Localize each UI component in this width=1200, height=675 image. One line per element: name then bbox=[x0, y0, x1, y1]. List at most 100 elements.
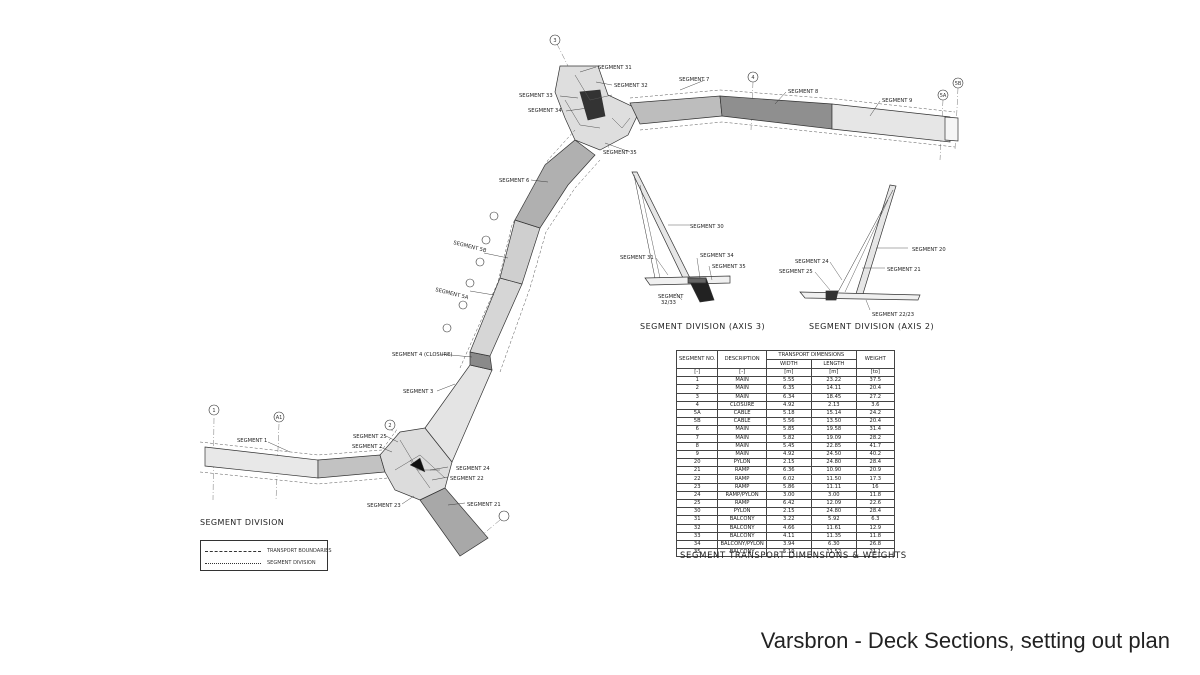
table-cell: 5A bbox=[675, 408, 719, 419]
table-header-no: SEGMENT NO. bbox=[675, 350, 719, 369]
table-cell: 5.45 bbox=[765, 441, 812, 451]
table-cell: MAIN bbox=[717, 392, 767, 402]
table-cell: 27.2 bbox=[855, 392, 895, 402]
label-segment-3: SEGMENT 3 bbox=[403, 389, 433, 395]
table-cell: 20.4 bbox=[855, 384, 895, 394]
table-cell: 2.13 bbox=[810, 400, 857, 410]
axis2-label-segment-21: SEGMENT 21 bbox=[887, 267, 921, 273]
axis2-title: SEGMENT DIVISION (AXIS 2) bbox=[809, 322, 934, 331]
table-cell: 10.90 bbox=[810, 466, 857, 476]
table-cell: 11.8 bbox=[855, 490, 895, 501]
table-cell: 6.42 bbox=[765, 498, 812, 509]
label-segment-22: SEGMENT 22 bbox=[450, 476, 484, 482]
table-cell: 2.15 bbox=[765, 507, 812, 517]
table-cell: PYLON bbox=[717, 507, 767, 517]
table-cell: 11.11 bbox=[810, 482, 857, 492]
table-cell: 24.50 bbox=[810, 449, 857, 460]
axis2-elevation bbox=[799, 184, 921, 311]
table-cell: 12.9 bbox=[855, 523, 895, 533]
table-cell: 22.85 bbox=[810, 441, 857, 451]
table-cell: 31 bbox=[675, 515, 719, 525]
table-cell: 9 bbox=[675, 449, 719, 460]
table-cell: 4.66 bbox=[765, 523, 812, 533]
label-segment-4: SEGMENT 4 (CLOSURE) bbox=[392, 352, 452, 358]
table-cell: PYLON bbox=[717, 458, 767, 468]
label-segment-9: SEGMENT 9 bbox=[882, 98, 912, 104]
table-cell: 6.36 bbox=[765, 466, 812, 476]
label-segment-5a: SEGMENT 5A bbox=[435, 287, 470, 301]
table-cell: 28.4 bbox=[855, 458, 895, 468]
deck-segment-2 bbox=[317, 454, 386, 479]
table-cell: 1 bbox=[675, 376, 719, 386]
table-cell: 31.4 bbox=[855, 425, 895, 435]
table-cell: RAMP/PYLON bbox=[717, 490, 767, 501]
table-cell: 6 bbox=[675, 425, 719, 435]
table-cell: MAIN bbox=[717, 376, 767, 386]
table-cell: RAMP bbox=[717, 498, 767, 509]
legend-segment-division: SEGMENT DIVISION bbox=[267, 560, 316, 566]
label-segment-2: SEGMENT 2 bbox=[352, 444, 382, 450]
table-cell: 6.02 bbox=[765, 474, 812, 484]
table-cell: 13.50 bbox=[810, 417, 857, 427]
label-segment-25: SEGMENT 25 bbox=[353, 434, 387, 440]
table-cell: BALCONY bbox=[717, 531, 767, 541]
table-cell: 24.80 bbox=[810, 507, 857, 517]
table-cell: 37.5 bbox=[855, 376, 895, 386]
table-cell: 24.80 bbox=[810, 458, 857, 468]
axis-mark-5b: 5B bbox=[955, 81, 962, 87]
table-caption: SEGMENT TRANSPORT DIMENSIONS & WEIGHTS bbox=[680, 551, 907, 561]
table-cell: 28.2 bbox=[855, 433, 895, 443]
table-cell: MAIN bbox=[717, 384, 767, 394]
table-cell: 23 bbox=[675, 482, 719, 492]
axis3-label-segment-3233b: 32/33 bbox=[661, 300, 676, 306]
table-cell: 7 bbox=[675, 433, 719, 443]
axis-mark-2: 2 bbox=[388, 423, 391, 429]
label-segment-7: SEGMENT 7 bbox=[679, 77, 709, 83]
label-segment-32: SEGMENT 32 bbox=[614, 83, 648, 89]
table-units-row: [-] [-] [m] [m] [to] bbox=[675, 367, 895, 378]
table-cell: 5.56 bbox=[765, 417, 812, 427]
table-cell: 25 bbox=[675, 498, 719, 509]
table-cell: 3.22 bbox=[765, 515, 812, 525]
axis3-label-segment-35: SEGMENT 35 bbox=[712, 264, 746, 270]
table-cell: 6.34 bbox=[765, 392, 812, 402]
axis3-label-segment-31: SEGMENT 31 bbox=[620, 255, 654, 261]
axis-mark-3: 3 bbox=[553, 38, 556, 44]
table-cell: 12.09 bbox=[810, 498, 857, 509]
table-cell: 17.3 bbox=[855, 474, 895, 484]
label-segment-6: SEGMENT 6 bbox=[499, 178, 529, 184]
transport-boundaries bbox=[199, 89, 956, 485]
table-cell: 5.55 bbox=[765, 376, 812, 386]
axis3-label-segment-30: SEGMENT 30 bbox=[690, 224, 724, 230]
table-unit: [m] bbox=[765, 367, 812, 378]
axis-markers bbox=[208, 34, 964, 522]
axis-mark-a1: A1 bbox=[276, 415, 283, 421]
table-cell: 32 bbox=[675, 523, 719, 533]
deck-segment-5a bbox=[469, 277, 523, 357]
segment-division-title: SEGMENT DIVISION bbox=[200, 518, 285, 527]
table-cell: BALCONY bbox=[717, 523, 767, 533]
label-segment-31: SEGMENT 31 bbox=[598, 65, 632, 71]
label-segment-1: SEGMENT 1 bbox=[237, 438, 267, 444]
segment-table: SEGMENT NO. DESCRIPTION TRANSPORT DIMENS… bbox=[675, 350, 895, 558]
table-cell: 35 bbox=[675, 548, 719, 558]
table-cell: 24 bbox=[675, 490, 719, 501]
table-cell: MAIN bbox=[717, 425, 767, 435]
table-cell: 4 bbox=[675, 400, 719, 410]
legend-line-division bbox=[205, 563, 261, 564]
axis-mark-1: 1 bbox=[212, 408, 215, 414]
